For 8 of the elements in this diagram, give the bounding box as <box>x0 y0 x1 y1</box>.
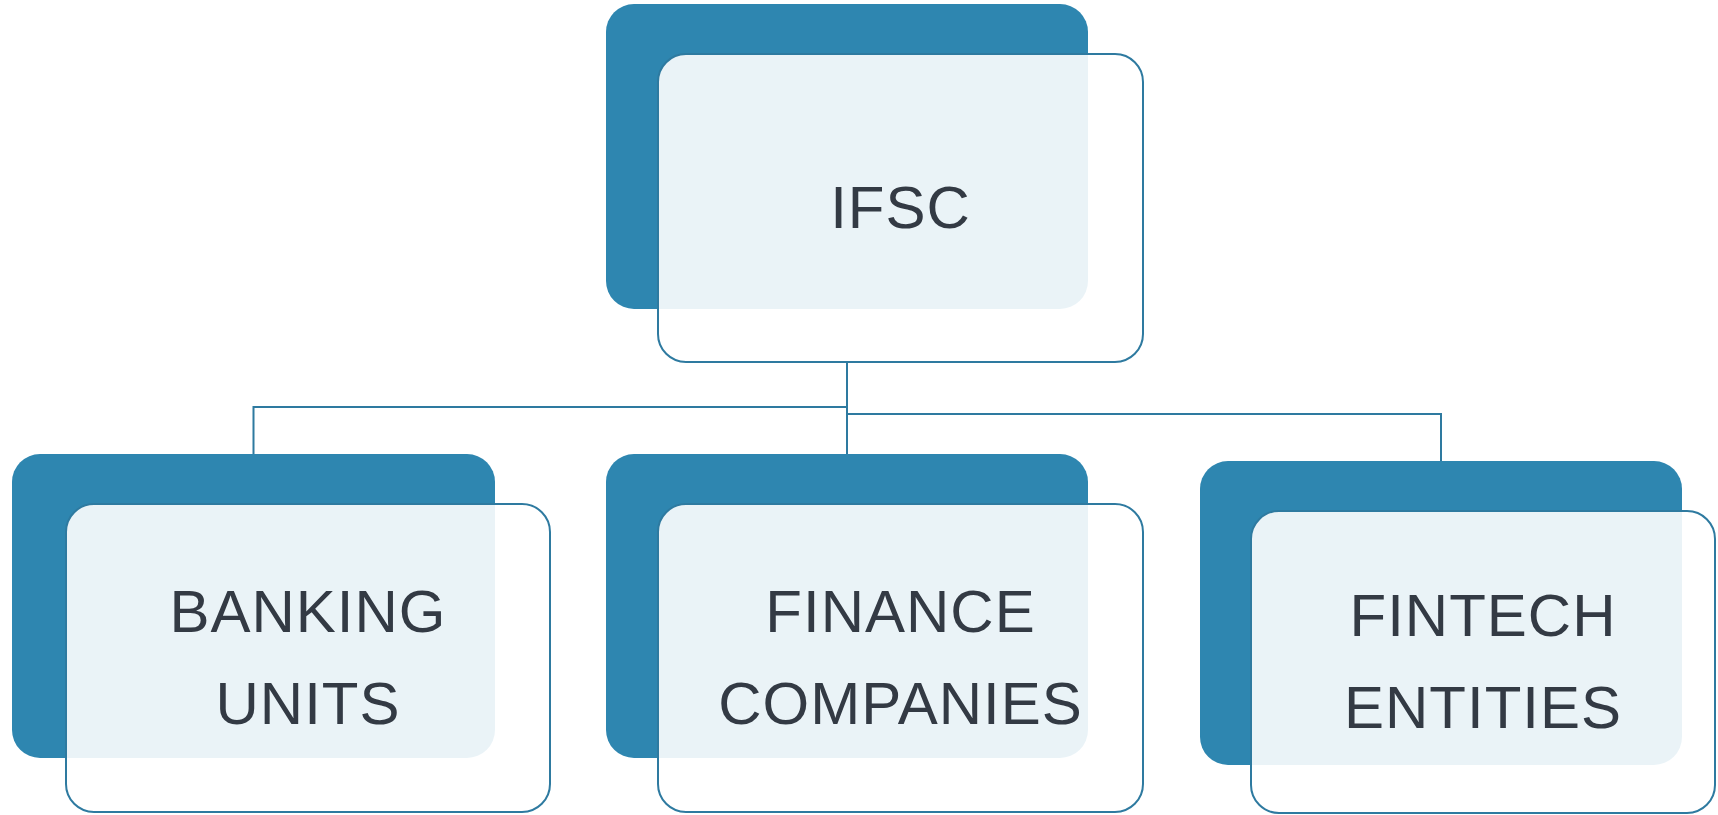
org-chart-card <box>12 454 550 812</box>
card-label: FINANCE COMPANIES <box>717 577 1084 739</box>
org-chart-card <box>606 454 1143 812</box>
card-label: FINTECH ENTITIES <box>1343 581 1623 743</box>
card-label: BANKING UNITS <box>168 577 448 739</box>
org-chart-card <box>606 4 1143 362</box>
org-chart-card <box>1200 461 1715 813</box>
card-label: IFSC <box>830 173 971 243</box>
